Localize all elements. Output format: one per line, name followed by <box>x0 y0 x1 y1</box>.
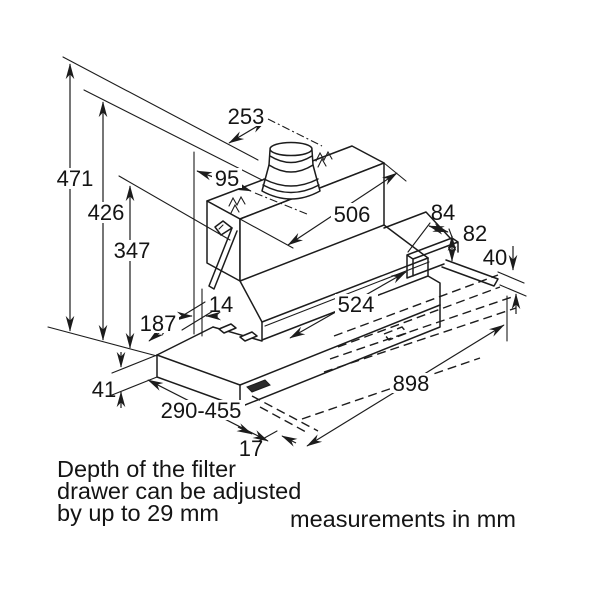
note-line-1: Depth of the filter <box>57 456 236 482</box>
spring-catch-left <box>208 195 246 290</box>
dim-label-side-overhang: 187 <box>140 311 177 336</box>
duct-collar <box>261 141 321 200</box>
notes: Depth of the filter drawer can be adjust… <box>57 456 516 532</box>
mounting-bracket <box>406 237 499 287</box>
dim-label-handle-depth: 17 <box>239 436 263 461</box>
dim-label-bracket-depth: 84 <box>431 200 455 225</box>
dim-label-visor-height: 41 <box>92 377 116 402</box>
dim-label-clearance-gap: 40 <box>483 245 507 270</box>
bracket-flange <box>441 259 499 287</box>
note-line-3: by up to 29 mm <box>57 500 219 526</box>
dimension-labels: 471 426 347 253 95 506 84 82 40 14 187 5… <box>57 104 508 461</box>
extension-lines <box>47 56 508 442</box>
duct-centerline <box>254 192 308 215</box>
dim-label-pullout-range: 290-455 <box>161 398 242 423</box>
visor-extended-dashed <box>251 271 527 433</box>
duct-centerline <box>267 118 323 147</box>
dim-label-top-box-width: 506 <box>334 202 371 227</box>
dim-label-body-width: 524 <box>338 292 375 317</box>
rail-notch <box>218 323 237 334</box>
spring-catch-right <box>315 150 333 168</box>
dim-label-bracket-height: 82 <box>463 221 487 246</box>
dim-label-duct-from-left: 253 <box>228 104 265 129</box>
label-backgrounds <box>54 106 433 420</box>
dim-label-height-body: 347 <box>114 238 151 263</box>
note-line-2: drawer can be adjusted <box>57 478 301 504</box>
dim-label-height-total: 471 <box>57 166 94 191</box>
dim-label-front-offset: 14 <box>209 292 233 317</box>
units-note: measurements in mm <box>290 506 516 532</box>
rail-notch <box>239 331 258 342</box>
dim-label-total-width: 898 <box>393 371 430 396</box>
dim-label-duct-depth: 95 <box>215 166 239 191</box>
dim-label-height-no-collar: 426 <box>88 200 125 225</box>
grip-strip <box>246 379 271 393</box>
